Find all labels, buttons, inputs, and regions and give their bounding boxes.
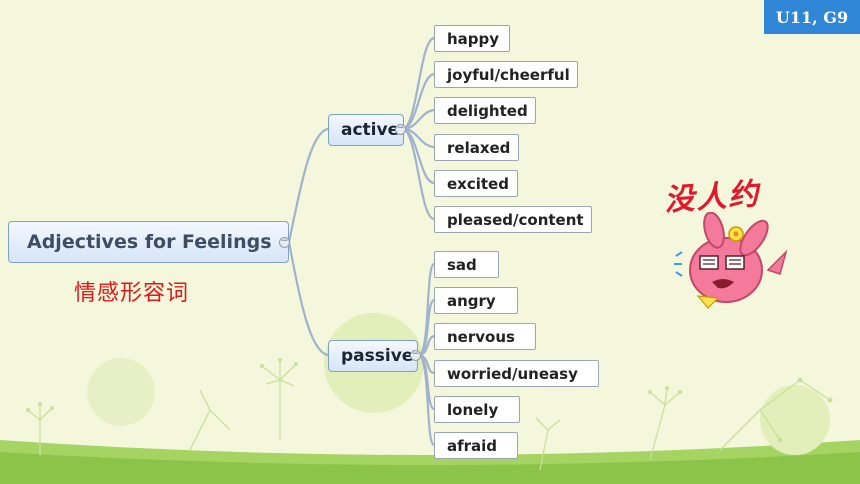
leaf-node[interactable]: nervous [434, 323, 536, 350]
connector-root-active [287, 127, 329, 243]
leaf-node[interactable]: happy [434, 25, 510, 52]
branch-node-passive[interactable]: passive [328, 340, 418, 372]
collapse-icon[interactable]: − [395, 123, 406, 135]
collapse-icon[interactable]: − [279, 236, 290, 248]
leaf-node[interactable]: relaxed [434, 134, 519, 161]
unit-badge: U11, G9 [764, 0, 860, 34]
leaf-node[interactable]: angry [434, 287, 518, 314]
collapse-icon[interactable]: − [410, 349, 421, 361]
dandelion-dots [26, 358, 833, 443]
bg-circle [760, 385, 830, 455]
bottom-band-dark [0, 452, 860, 484]
leaf-node[interactable]: joyful/cheerful [434, 61, 578, 88]
branch-label: active [341, 120, 400, 140]
leaf-node[interactable]: delighted [434, 97, 536, 124]
dandelion-decoration [27, 360, 831, 471]
root-subtitle: 情感形容词 [74, 281, 190, 306]
branch-node-active[interactable]: active [328, 114, 404, 146]
root-node-label: Adjectives for Feelings [27, 231, 272, 253]
leaf-node[interactable]: excited [434, 170, 518, 197]
mind-map-connectors [287, 36, 436, 447]
leaf-node[interactable]: worried/uneasy [434, 360, 599, 387]
leaf-node[interactable]: afraid [434, 432, 518, 459]
leaf-node[interactable]: lonely [434, 396, 520, 423]
leaf-node[interactable]: sad [434, 251, 499, 278]
root-node[interactable]: Adjectives for Feelings [8, 221, 289, 263]
connector-root-passive [287, 241, 329, 357]
branch-label: passive [341, 346, 414, 366]
pink-rabbit-sticker-icon [674, 212, 788, 309]
leaf-node[interactable]: pleased/content [434, 206, 592, 233]
bg-circle [87, 358, 155, 426]
